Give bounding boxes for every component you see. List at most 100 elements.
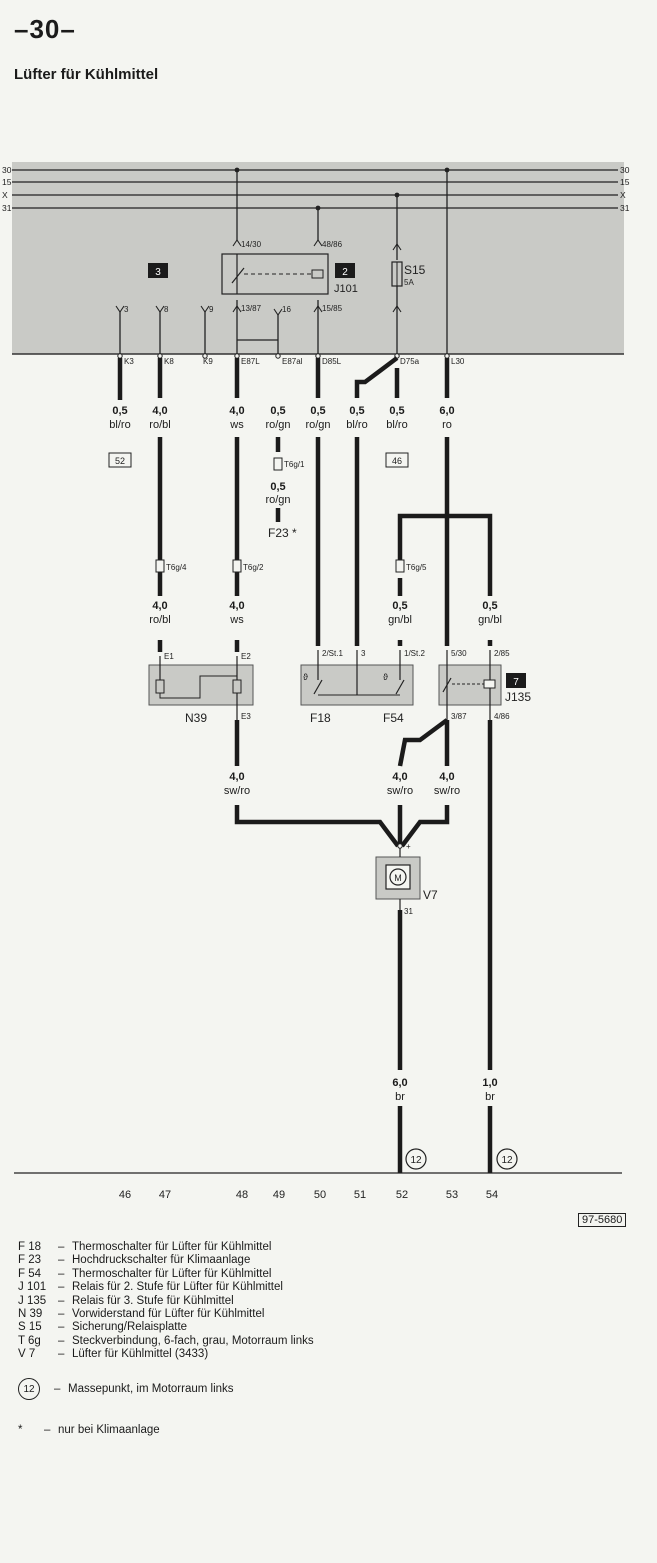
column-54: 54 [486,1189,498,1201]
j135-pin-5-30: 5/30 [451,649,467,658]
svg-text:3: 3 [155,267,161,278]
column-48: 48 [236,1189,248,1201]
wire-k3-color: bl/ro [109,419,130,431]
f18-f54-switch-block: ϑ ϑ [300,650,414,706]
wire-j135-ground-size: 1,0 [482,1077,497,1089]
legend-item: F 23–Hochdruckschalter für Klimaanlage [18,1254,251,1267]
wire-f23-color: ro/gn [265,494,290,506]
pin-code-8: 8 [164,305,169,314]
wire-j135-out-color: sw/ro [434,785,460,797]
connector-t6g-5: T6g/5 [406,563,427,572]
svg-text:2: 2 [342,267,348,278]
footnote: * – nur bei Klimaanlage [18,1424,160,1436]
terminal-k3: K3 [124,357,134,366]
wire-k8-color: ro/bl [149,419,170,431]
s15-rating: 5A [404,278,414,287]
wire-e1-color: ro/bl [149,614,170,626]
wire-e87al-color: ro/gn [265,419,290,431]
terminal-l30: L30 [451,357,465,366]
column-50: 50 [314,1189,326,1201]
svg-text:7: 7 [513,677,519,688]
wire-n39-out-size: 4,0 [229,771,244,783]
reference-46: 46 [392,456,402,466]
n39-pin-e1: E1 [164,652,174,661]
f18-pin-3: 3 [361,649,366,658]
j135-pin-4-86: 4/86 [494,712,510,721]
legend-item: V 7–Lüfter für Kühlmittel (3433) [18,1348,209,1361]
wire-j135-color: gn/bl [478,614,502,626]
pin-code-13-87: 13/87 [241,304,262,313]
rail-label-right-30: 30 [620,165,630,175]
wire-d75a-b-color: bl/ro [386,419,407,431]
n39-pin-e3: E3 [241,712,251,721]
wire-l30-color: ro [442,419,452,431]
slot-badge-7 [506,673,526,688]
j101-relay [221,253,329,295]
legend-item: F 54–Thermoschalter für Lüfter für Kühlm… [18,1267,272,1280]
s15-label: S15 [404,263,426,277]
pin-code-9: 9 [209,305,214,314]
j135-label: J135 [505,690,531,704]
wire-f54-out-size: 4,0 [392,771,407,783]
connector-t6g-1: T6g/1 [284,460,305,469]
wire-d75a-a-color: bl/ro [346,419,367,431]
legend-item: N 39–Vorwiderstand für Lüfter für Kühlmi… [18,1308,265,1321]
n39-pin-e2: E2 [241,652,251,661]
page-title: Lüfter für Kühlmittel [14,66,159,83]
pin-code-16: 16 [282,305,291,314]
ground-point-12-a [405,1148,427,1170]
legend-item: S 15–Sicherung/Relaisplatte [18,1321,188,1334]
j135-pin-3-87: 3/87 [451,712,467,721]
wire-e2-color: ws [229,614,244,626]
j135-relay [438,650,502,720]
rail-label-left-x: X [2,190,8,200]
slot-badge-2 [335,263,355,278]
terminal-e87l: E87L [241,357,260,366]
v7-pin-plus: + [406,842,411,851]
column-49: 49 [273,1189,285,1201]
v7-label: V7 [423,888,438,902]
legend-item: T 6g–Steckverbindung, 6-fach, grau, Moto… [18,1334,314,1347]
wire-d85l-size: 0,5 [310,405,325,417]
mass-point-legend: 12 – Massepunkt, im Motorraum links [18,1378,234,1400]
wire-j135-size: 0,5 [482,600,497,612]
wire-d75a-b-size: 0,5 [389,405,404,417]
fuse-s15 [391,261,403,287]
wire-j135-ground-color: br [485,1091,495,1103]
wire-k3-size: 0,5 [112,405,127,417]
wire-l30-size: 6,0 [439,405,454,417]
rail-label-right-x: X [620,190,626,200]
page-number: –30– [14,14,76,44]
j101-label: J101 [334,283,358,295]
wire-e1-size: 4,0 [152,600,167,612]
connector-t6g-4: T6g/4 [166,563,187,572]
column-51: 51 [354,1189,366,1201]
wire-d85l-color: ro/gn [305,419,330,431]
legend-item: F 18–Thermoschalter für Lüfter für Kühlm… [18,1241,272,1253]
wire-f54-out-color: sw/ro [387,785,413,797]
wire-v7-ground-size: 6,0 [392,1077,407,1089]
f18-pin-2-st1: 2/St.1 [322,649,343,658]
v7-fan-motor: M [375,843,421,910]
rail-label-left-15: 15 [2,177,12,187]
f54-pin-1-st2: 1/St.2 [404,649,425,658]
v7-pin-31: 31 [404,907,413,916]
wire-e2-size: 4,0 [229,600,244,612]
svg-text:12: 12 [410,1155,422,1166]
svg-text:M: M [394,873,402,883]
wire-f23-size: 0,5 [270,481,285,493]
mass-point-text: Massepunkt, im Motorraum links [68,1383,234,1395]
svg-text:ϑ: ϑ [303,672,308,682]
column-53: 53 [446,1189,458,1201]
column-47: 47 [159,1189,171,1201]
slot-badge-3 [148,263,168,278]
pin-code-48-86: 48/86 [322,240,343,249]
rail-label-left-30: 30 [2,165,12,175]
wire-n39-out-color: sw/ro [224,785,250,797]
wire-e87l-color: ws [229,419,244,431]
supply-rails [12,169,618,209]
wire-k8-size: 4,0 [152,405,167,417]
terminal-e87al: E87al [282,357,303,366]
wire-d75a-a-size: 0,5 [349,405,364,417]
